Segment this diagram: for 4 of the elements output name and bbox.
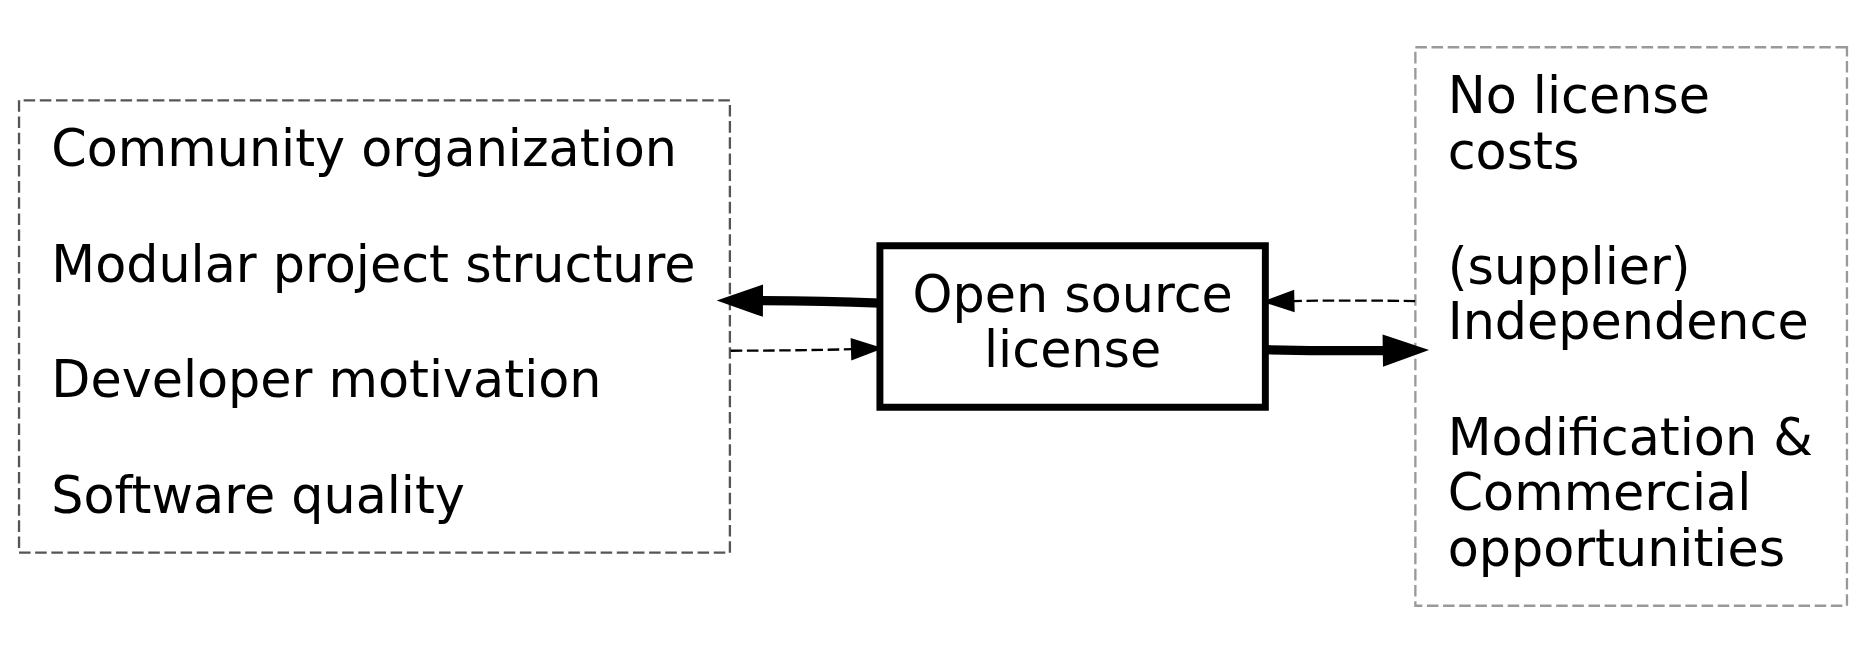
node-box: Community organization Modular project structure Developer motivation Software quality (17, 99, 731, 554)
node-box: No license costs (supplier) Independence Modification & Commercial opportunities (1413, 46, 1848, 607)
arrow (716, 284, 880, 317)
node-box: Open source license (875, 242, 1269, 411)
